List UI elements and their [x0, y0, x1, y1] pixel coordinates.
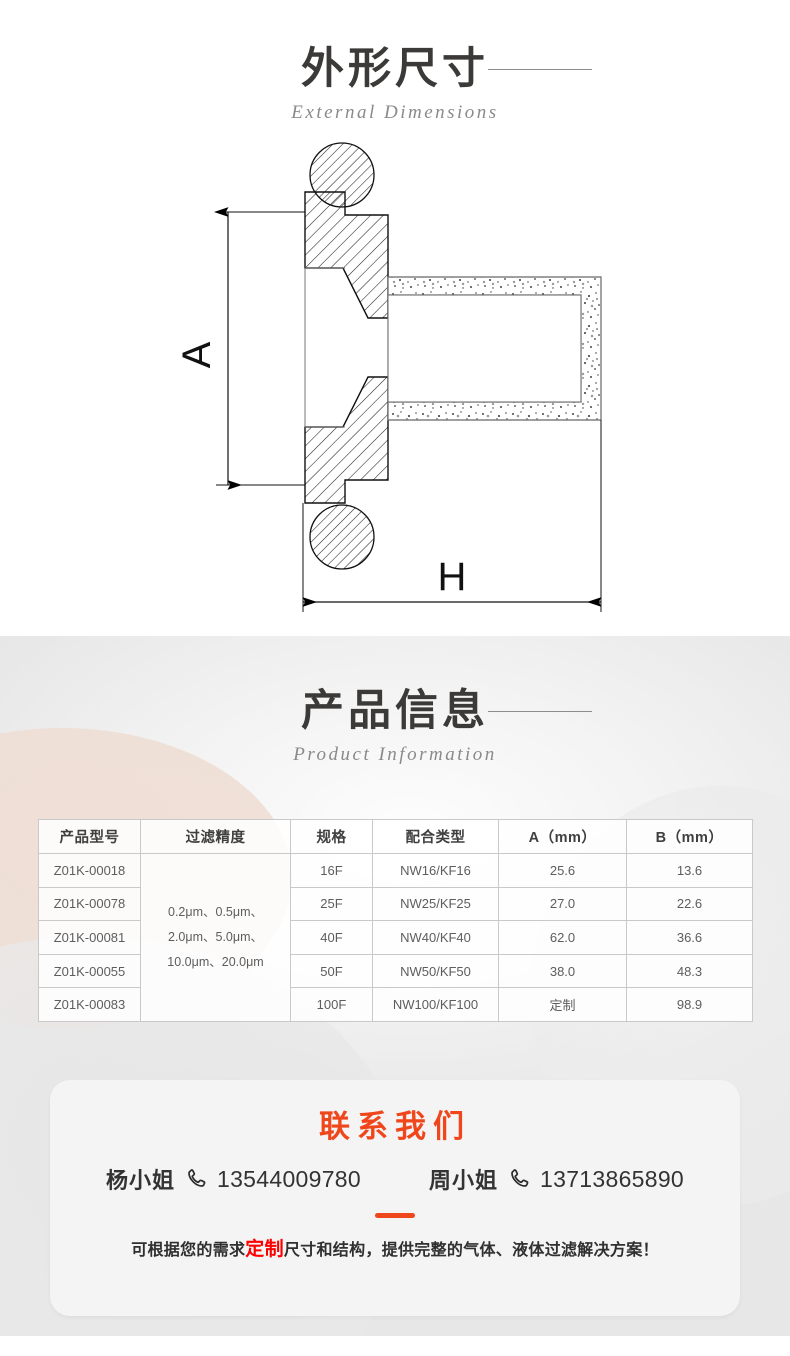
cell-b: 98.9: [626, 987, 753, 1022]
dimension-label-h: H: [438, 555, 467, 599]
th-spec: 规格: [290, 819, 373, 854]
external-dimensions-heading: 外形尺寸 External Dimensions: [0, 44, 790, 125]
table-row: Z01K-00018 0.2μm、0.5μm、 2.0μm、5.0μm、 10.…: [38, 853, 753, 1022]
cell-spec: 100F: [290, 987, 373, 1022]
cell-a: 62.0: [498, 920, 627, 955]
cell-a: 38.0: [498, 953, 627, 989]
cell-a: 25.6: [498, 853, 627, 888]
product-information-section: 产品信息 Product Information 产品型号 过滤精度 规格 配合…: [0, 636, 790, 1336]
external-dimensions-section: 外形尺寸 External Dimensions: [0, 0, 790, 636]
flange-cross-section-svg: A H: [175, 142, 602, 612]
table-row: Z01K-00081 40F NW40/KF40 62.0 36.6: [38, 920, 753, 955]
contact-person-1[interactable]: 杨小姐 13544009780: [106, 1163, 361, 1195]
cell-model: Z01K-00018: [38, 853, 141, 888]
th-dim-b: B（mm）: [626, 819, 753, 854]
contact-people-row: 杨小姐 13544009780 周小姐 13713: [50, 1163, 740, 1195]
cell-a: 定制: [498, 987, 627, 1022]
cell-spec: 25F: [290, 886, 373, 922]
th-fit-type: 配合类型: [372, 819, 499, 854]
phone-icon: [184, 1167, 208, 1191]
flange-lower-section: [304, 376, 389, 504]
precision-line-1: 0.2μm、0.5μm、: [168, 904, 263, 919]
specification-table: 产品型号 过滤精度 规格 配合类型 A（mm） B（mm） Z01K-00018…: [38, 819, 753, 1022]
heading-rule-left: [488, 69, 592, 70]
flange-upper-section: [304, 191, 389, 319]
table-row: Z01K-00078 25F NW25/KF25 27.0 22.6: [38, 886, 753, 922]
th-dim-a: A（mm）: [498, 819, 627, 854]
cell-filter-precision: 0.2μm、0.5μm、 2.0μm、5.0μm、 10.0μm、20.0μm: [140, 853, 291, 1022]
th-precision: 过滤精度: [140, 819, 291, 854]
table-header-row: 产品型号 过滤精度 规格 配合类型 A（mm） B（mm）: [38, 819, 753, 854]
red-divider-dash: [375, 1213, 415, 1218]
cell-model: Z01K-00081: [38, 920, 141, 955]
cell-spec: 16F: [290, 853, 373, 888]
precision-line-3: 10.0μm、20.0μm: [167, 954, 264, 969]
contact-phone-number[interactable]: 13713865890: [540, 1165, 685, 1192]
cell-fit: NW50/KF50: [372, 953, 499, 989]
contact-name: 杨小姐: [105, 1168, 175, 1193]
cell-model: Z01K-00083: [38, 987, 141, 1022]
cell-fit: NW100/KF100: [372, 987, 499, 1022]
contact-title: 联系我们: [319, 1109, 471, 1144]
dimension-label-a: A: [175, 341, 219, 368]
note-prefix: 可根据您的需求: [131, 1242, 246, 1259]
cell-spec: 50F: [290, 953, 373, 989]
note-suffix: 尺寸和结构，提供完整的气体、液体过滤解决方案！: [283, 1242, 659, 1259]
cell-a: 27.0: [498, 886, 627, 922]
cell-b: 36.6: [626, 920, 753, 955]
cell-fit: NW16/KF16: [372, 853, 499, 888]
cell-spec: 40F: [290, 920, 373, 955]
heading-rule-left: [488, 711, 592, 712]
cell-model: Z01K-00055: [38, 953, 141, 989]
contact-person-2[interactable]: 周小姐 13713865890: [429, 1163, 684, 1195]
cell-b: 48.3: [626, 953, 753, 989]
cell-model: Z01K-00078: [38, 886, 141, 922]
cell-b: 22.6: [626, 886, 753, 922]
technical-drawing: A H: [0, 140, 790, 620]
product-information-heading: 产品信息 Product Information: [0, 686, 790, 767]
external-dimensions-title-cn: 外形尺寸: [301, 45, 489, 93]
product-information-title-cn: 产品信息: [301, 687, 489, 735]
cell-fit: NW25/KF25: [372, 886, 499, 922]
contact-name: 周小姐: [429, 1168, 499, 1193]
table-row: Z01K-00083 100F NW100/KF100 定制 98.9: [38, 987, 753, 1022]
o-ring-bottom: [309, 504, 375, 570]
phone-icon: [507, 1167, 531, 1191]
contact-phone-number[interactable]: 13544009780: [216, 1165, 361, 1192]
note-highlight: 定制: [245, 1239, 284, 1260]
contact-card: 联系我们 杨小姐 13544009780 周小姐: [50, 1080, 740, 1316]
product-information-title-en: Product Information: [293, 744, 497, 765]
cell-fit: NW40/KF40: [372, 920, 499, 955]
external-dimensions-title-en: External Dimensions: [291, 102, 499, 123]
th-model: 产品型号: [38, 819, 141, 854]
specification-table-wrapper: 产品型号 过滤精度 规格 配合类型 A（mm） B（mm） Z01K-00018…: [38, 819, 753, 1022]
cell-b: 13.6: [626, 853, 753, 888]
precision-line-2: 2.0μm、5.0μm、: [168, 929, 263, 944]
table-row: Z01K-00055 50F NW50/KF50 38.0 48.3: [38, 953, 753, 989]
contact-note: 可根据您的需求定制尺寸和结构，提供完整的气体、液体过滤解决方案！: [50, 1234, 740, 1261]
